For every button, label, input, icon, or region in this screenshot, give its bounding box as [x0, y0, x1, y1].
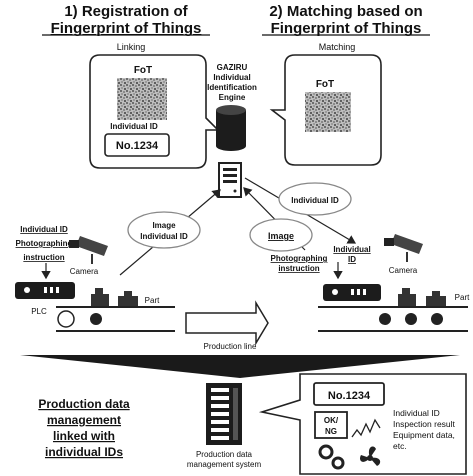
right-oval-image: Image	[268, 231, 294, 241]
engine-label-line2: Individual	[213, 73, 250, 82]
matching-heading-line2: Fingerprint of Things	[271, 20, 422, 37]
production-line-label: Production line	[204, 342, 257, 351]
production-line-arrow	[185, 300, 269, 346]
aggregation-funnel	[20, 355, 460, 378]
left-fot-label: FoT	[134, 65, 152, 76]
server-rack-icon	[206, 383, 242, 445]
database-icon	[216, 105, 246, 151]
callout-text3: Equipment data,	[393, 430, 455, 440]
engine-label-line4: Engine	[219, 93, 246, 102]
gear-icon	[318, 444, 345, 470]
right-image-oval	[249, 218, 313, 252]
left-plc-icon	[15, 282, 75, 299]
id-value-box: No.1234	[116, 140, 159, 152]
right-conveyor	[318, 306, 468, 332]
linking-label: Linking	[117, 42, 146, 52]
plc-label: PLC	[31, 307, 47, 316]
registration-heading-line1: 1) Registration of	[64, 3, 188, 20]
right-id-oval	[278, 182, 352, 216]
left-conveyor	[56, 306, 175, 332]
matching-label: Matching	[319, 42, 356, 52]
registration-heading-line2: Fingerprint of Things	[51, 20, 202, 37]
left-camera-label: Camera	[70, 267, 99, 276]
server-icon	[218, 162, 242, 198]
mgmt-line4: individual IDs	[45, 445, 123, 459]
right-part-label: Part	[455, 293, 470, 302]
trend-graph-icon	[351, 418, 381, 438]
left-instr-line2: Photographing	[16, 239, 73, 248]
left-part-label: Part	[145, 296, 160, 305]
left-data-oval	[127, 211, 201, 249]
fan-icon	[360, 446, 381, 466]
matching-heading-line1: 2) Matching based on	[269, 3, 422, 20]
right-oval-id: Individual ID	[291, 196, 339, 205]
right-parts-icon	[398, 288, 446, 306]
left-parts-icon	[91, 288, 138, 306]
callout-id: No.1234	[328, 390, 371, 402]
left-oval-line1: Image	[152, 221, 176, 230]
mgmt-line2: management	[47, 413, 121, 427]
engine-label-line1: GAZIRU	[217, 63, 248, 72]
system-line2: management system	[187, 460, 262, 469]
right-camera-label: Camera	[389, 266, 418, 275]
right-instr-line2: instruction	[278, 264, 319, 273]
right-plc-icon	[323, 284, 381, 301]
right-fot-label: FoT	[316, 79, 334, 90]
mgmt-line3: linked with	[53, 429, 115, 443]
right-camera-icon	[384, 234, 423, 262]
right-instr-line1: Photographing	[271, 254, 328, 263]
system-line1: Production data	[196, 450, 253, 459]
right-id-line2: ID	[348, 255, 356, 264]
callout-text4: etc.	[393, 441, 407, 451]
okng-line2: NG	[325, 427, 337, 436]
left-oval-line2: Individual ID	[140, 232, 188, 241]
callout-text2: Inspection result	[393, 419, 456, 429]
right-fingerprint-image	[305, 92, 351, 132]
left-instr-line3: instruction	[23, 253, 64, 262]
mgmt-line1: Production data	[38, 397, 130, 411]
right-id-line1: Individual	[333, 245, 370, 254]
left-instr-line1: Individual ID	[20, 225, 68, 234]
data-callout-panel	[258, 373, 467, 475]
engine-label-line3: Identification	[207, 83, 257, 92]
okng-line1: OK/	[324, 416, 339, 425]
individual-id-title: Individual ID	[110, 122, 158, 131]
left-camera-icon	[69, 236, 108, 264]
left-fingerprint-image	[117, 78, 167, 120]
callout-text1: Individual ID	[393, 408, 440, 418]
